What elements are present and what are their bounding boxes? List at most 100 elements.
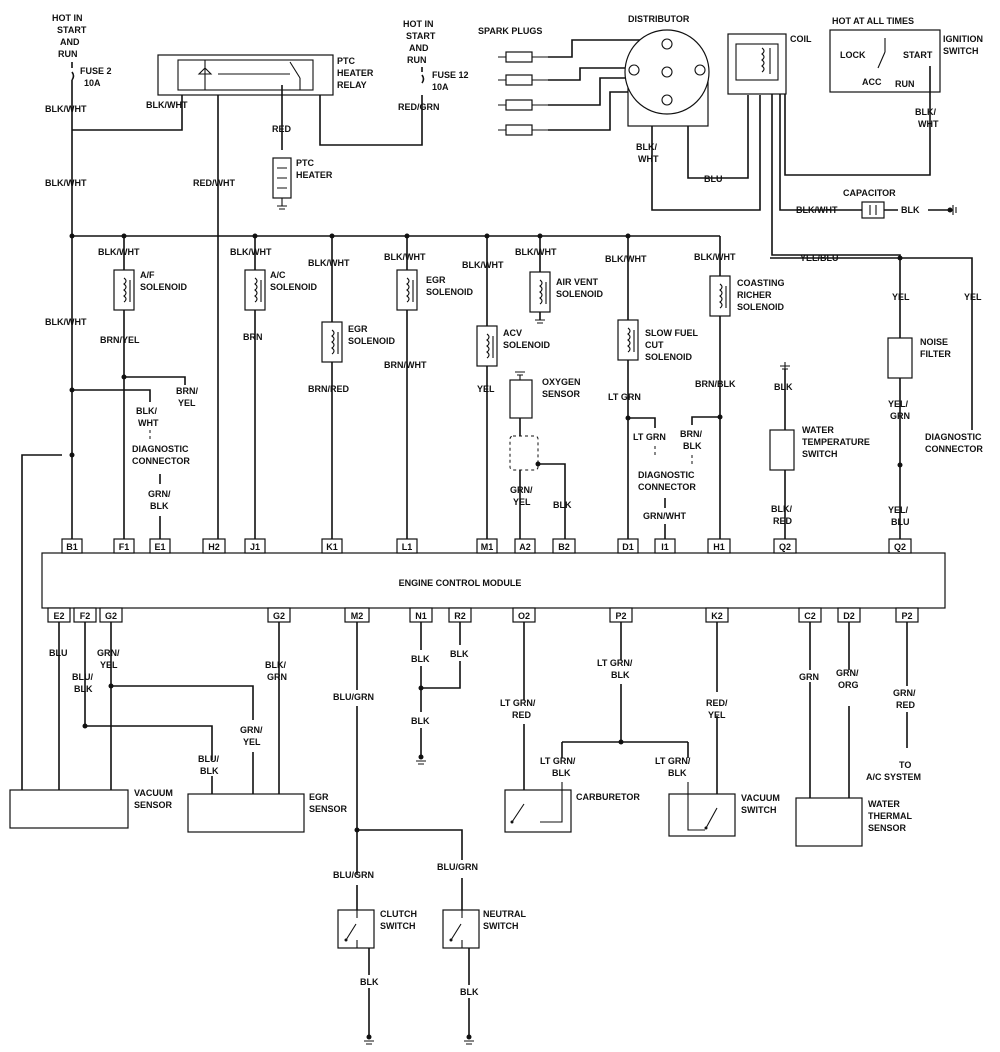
distributor: DISTRIBUTOR BLK/ WHT BLU [624, 14, 761, 211]
svg-text:HOT IN: HOT IN [403, 19, 434, 29]
svg-text:SOLENOID: SOLENOID [140, 282, 188, 292]
svg-text:RED/: RED/ [706, 698, 728, 708]
fuse2-wire [71, 62, 75, 540]
ecm-label: ENGINE CONTROL MODULE [399, 578, 522, 588]
svg-text:RED: RED [272, 124, 292, 134]
svg-text:BRN/RED: BRN/RED [308, 384, 350, 394]
pin-h1: H1 [707, 538, 731, 554]
oxygen-sensor: OXYGEN SENSOR GRN/ YEL BLK [509, 371, 581, 541]
svg-text:BLK: BLK [668, 768, 687, 778]
svg-text:RED: RED [512, 710, 532, 720]
egr-sensor: BLU/ BLK GRN/ YEL BLK/ GRN EGR SENSOR [187, 622, 348, 833]
svg-text:E1: E1 [154, 542, 165, 552]
svg-text:GRN: GRN [890, 411, 910, 421]
carburetor: LT GRN/ RED LT GRN/ BLK LT GRN/ BLK LT G… [500, 622, 691, 833]
svg-text:SENSOR: SENSOR [542, 389, 581, 399]
pin-m2: M2 [344, 607, 370, 623]
svg-text:L1: L1 [402, 542, 413, 552]
svg-text:B1: B1 [66, 542, 78, 552]
svg-text:M1: M1 [481, 542, 494, 552]
svg-text:RUN: RUN [895, 79, 915, 89]
svg-text:SOLENOID: SOLENOID [737, 302, 785, 312]
svg-text:YEL: YEL [243, 737, 261, 747]
svg-text:SOLENOID: SOLENOID [270, 282, 318, 292]
svg-text:CONNECTOR: CONNECTOR [132, 456, 190, 466]
svg-text:SLOW FUEL: SLOW FUEL [645, 328, 698, 338]
air-vent-solenoid: BLK/WHT AIR VENT SOLENOID [515, 233, 604, 324]
svg-text:WHT: WHT [638, 154, 659, 164]
svg-text:YEL: YEL [708, 710, 726, 720]
ac-system-link: GRN/ RED TO A/C SYSTEM [866, 622, 921, 782]
svg-text:AND: AND [60, 37, 80, 47]
svg-text:BLK: BLK [450, 649, 469, 659]
svg-text:BLU: BLU [49, 648, 68, 658]
svg-text:YEL/: YEL/ [888, 505, 909, 515]
svg-text:RUN: RUN [58, 49, 78, 59]
svg-text:WHT: WHT [138, 418, 159, 428]
svg-text:LT GRN/: LT GRN/ [655, 756, 691, 766]
neutral-switch: NEUTRAL SWITCH [442, 909, 526, 949]
svg-text:ACC: ACC [862, 77, 882, 87]
capacitor: CAPACITOR BLK/WHT BLK [796, 188, 957, 219]
pin-q2a: Q2 [773, 538, 797, 554]
svg-text:GRN/WHT: GRN/WHT [643, 511, 686, 521]
svg-text:EGR: EGR [348, 324, 368, 334]
ac-solenoid: BLK/WHT A/C SOLENOID BRN [230, 233, 318, 541]
svg-text:YEL: YEL [964, 292, 982, 302]
svg-text:E2: E2 [53, 611, 64, 621]
svg-text:M2: M2 [351, 611, 364, 621]
svg-text:SWITCH: SWITCH [483, 921, 519, 931]
svg-text:BLK/WHT: BLK/WHT [230, 247, 272, 257]
svg-text:START: START [406, 31, 436, 41]
svg-text:SOLENOID: SOLENOID [348, 336, 396, 346]
svg-text:EGR: EGR [426, 275, 446, 285]
svg-text:G2: G2 [105, 611, 117, 621]
diag-conn-1-label: DIAGNOSTIC [132, 444, 189, 454]
svg-text:AIR VENT: AIR VENT [556, 277, 599, 287]
svg-text:BLK/: BLK/ [771, 504, 792, 514]
engine-control-module: ENGINE CONTROL MODULE B1 F1 E1 H2 J1 K1 … [41, 538, 946, 623]
svg-text:SENSOR: SENSOR [868, 823, 907, 833]
svg-text:CONNECTOR: CONNECTOR [925, 444, 983, 454]
svg-text:K2: K2 [711, 611, 723, 621]
svg-text:AND: AND [409, 43, 429, 53]
svg-text:BLK/: BLK/ [636, 142, 657, 152]
svg-text:SWITCH: SWITCH [380, 921, 416, 931]
svg-text:G2: G2 [273, 611, 285, 621]
svg-text:LT GRN: LT GRN [633, 432, 666, 442]
svg-text:VACUUM: VACUUM [741, 793, 780, 803]
pin-o2: O2 [512, 607, 536, 623]
svg-text:BRN/: BRN/ [680, 429, 702, 439]
svg-text:CLUTCH: CLUTCH [380, 909, 417, 919]
svg-text:BLU/: BLU/ [198, 754, 219, 764]
svg-text:GRN/: GRN/ [97, 648, 120, 658]
svg-text:SWITCH: SWITCH [802, 449, 838, 459]
fuse12-circuit: HOT IN START AND RUN FUSE 12 10A RED/GRN [398, 19, 469, 112]
svg-text:BLK: BLK [552, 768, 571, 778]
svg-text:10A: 10A [84, 78, 101, 88]
svg-text:A/F: A/F [140, 270, 155, 280]
svg-text:RUN: RUN [407, 55, 427, 65]
pin-a2: A2 [514, 538, 536, 554]
svg-text:YEL: YEL [513, 497, 531, 507]
pin-g2b: G2 [267, 607, 291, 623]
svg-text:CARBURETOR: CARBURETOR [576, 792, 640, 802]
spark-plugs: SPARK PLUGS [478, 26, 696, 136]
hot-label-1: HOT IN [52, 13, 83, 23]
ignition-switch: HOT AT ALL TIMES IGNITION SWITCH LOCK ST… [829, 16, 983, 132]
svg-text:TEMPERATURE: TEMPERATURE [802, 437, 870, 447]
svg-text:FILTER: FILTER [920, 349, 951, 359]
svg-text:BLU: BLU [891, 517, 910, 527]
pin-p2b: P2 [895, 607, 919, 623]
svg-text:WHT: WHT [918, 119, 939, 129]
svg-text:BRN/WHT: BRN/WHT [384, 360, 427, 370]
svg-text:WATER: WATER [802, 425, 834, 435]
capacitor-label: CAPACITOR [843, 188, 896, 198]
af-solenoid: BLK/WHT A/F SOLENOID BRN/YEL BRN/ YEL BL… [69, 233, 198, 541]
svg-text:A/C: A/C [270, 270, 286, 280]
svg-text:SENSOR: SENSOR [134, 800, 173, 810]
svg-text:GRN: GRN [799, 672, 819, 682]
svg-text:Q2: Q2 [894, 542, 906, 552]
svg-text:SWITCH: SWITCH [741, 805, 777, 815]
pin-n1: N1 [409, 607, 433, 623]
